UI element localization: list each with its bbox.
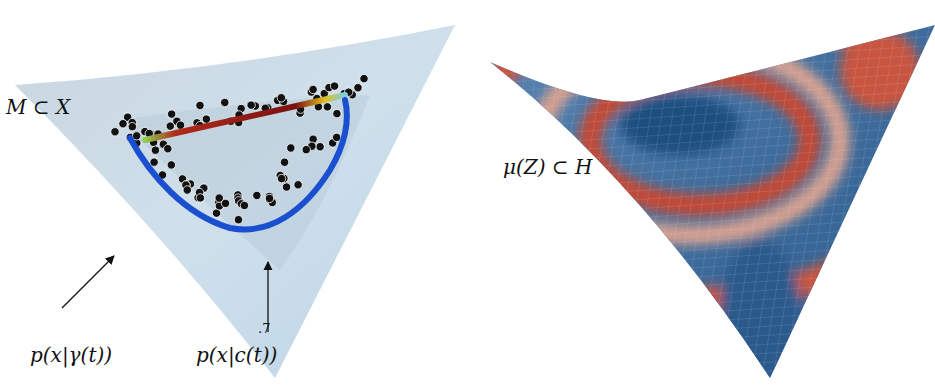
data-point <box>196 194 204 202</box>
data-point <box>247 101 255 109</box>
data-point <box>150 158 158 166</box>
data-point <box>164 144 172 152</box>
data-point <box>221 199 229 207</box>
density-label: p(x|γ(t)) <box>30 344 112 366</box>
data-point <box>176 121 184 129</box>
data-point <box>302 145 310 153</box>
embedding-label: μ(Z) ⊂ H <box>503 156 592 178</box>
data-points <box>111 74 368 223</box>
data-point <box>333 109 341 117</box>
data-point <box>265 194 273 202</box>
data-point <box>294 181 302 189</box>
data-point <box>167 161 175 169</box>
data-point <box>128 122 136 130</box>
data-point <box>287 144 295 152</box>
straight-curve <box>145 95 345 140</box>
data-point <box>183 186 191 194</box>
data-point <box>332 133 340 141</box>
data-point <box>151 146 159 154</box>
data-point <box>234 215 242 223</box>
data-point <box>111 128 119 136</box>
data-point <box>354 84 362 92</box>
data-point <box>330 82 338 90</box>
saddle-surface <box>430 0 935 387</box>
data-point <box>277 174 285 182</box>
data-point <box>360 74 368 82</box>
data-point <box>316 143 324 151</box>
manifold-plane <box>15 25 455 378</box>
data-point <box>253 191 261 199</box>
data-point <box>277 94 285 102</box>
plane-fold <box>120 95 370 270</box>
data-point <box>323 103 331 111</box>
density-label: p(x|c(t)) <box>196 344 277 366</box>
data-point <box>309 85 317 93</box>
data-point <box>282 183 290 191</box>
data-point <box>280 158 288 166</box>
data-point <box>202 115 210 123</box>
manifold-label: M ⊂ X <box>6 96 70 118</box>
data-point <box>221 98 229 106</box>
geodesic-curve <box>130 100 347 229</box>
data-point <box>240 201 248 209</box>
data-point <box>167 110 175 118</box>
data-point <box>119 120 127 128</box>
data-point <box>196 101 204 109</box>
leader-arrow <box>62 256 114 308</box>
callout-number: .7 <box>258 322 270 336</box>
